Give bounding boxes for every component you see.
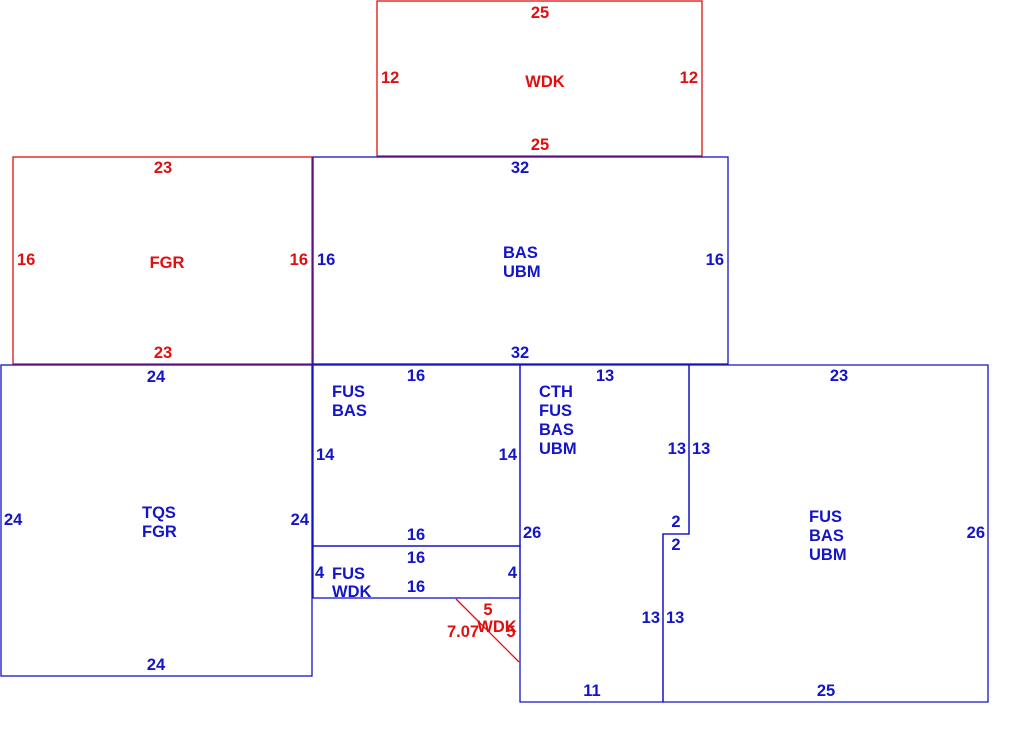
dim-fus-bas-ubm-jog-top: 2: [671, 513, 680, 531]
dim-wdk-top-right: 12: [680, 69, 698, 87]
wdk-triangle-hypotenuse: [455, 598, 520, 663]
dim-cth-right-lower: 13: [642, 609, 660, 627]
dim-fus-bas-ubm-left-lower: 13: [666, 609, 684, 627]
area-wdk-triangle: WDK 5 5 7.07: [447, 598, 520, 663]
area-fus-bas-ubm-outline: [662, 364, 989, 703]
area-tqs-fgr-label-2: FGR: [142, 523, 177, 541]
area-bas-ubm-top-label-1: BAS: [503, 244, 538, 262]
area-fus-wdk: FUS WDK 16 16 4 4: [312, 545, 521, 601]
dim-tqs-fgr-top: 24: [147, 368, 166, 386]
dim-cth-bottom: 11: [583, 682, 600, 700]
area-fus-bas-label-2: BAS: [332, 402, 367, 420]
area-fgr: FGR 23 23 16 16: [12, 156, 313, 365]
area-bas-ubm-top: BAS UBM 32 32 16 16: [312, 156, 729, 365]
dim-cth-right-upper: 13: [668, 440, 686, 458]
dim-fgr-left: 16: [17, 251, 35, 269]
area-fgr-outline: [12, 156, 313, 365]
dim-tqs-fgr-left: 24: [4, 511, 23, 529]
dim-fus-bas-ubm-top: 23: [830, 367, 848, 385]
area-fus-bas-ubm-label-1: FUS: [809, 508, 842, 526]
area-fus-wdk-label-2: WDK: [332, 583, 371, 601]
dim-fgr-top: 23: [154, 159, 172, 177]
area-fus-bas-ubm-label-3: UBM: [809, 546, 847, 564]
dim-wdk-top-bottom: 25: [531, 136, 549, 154]
area-cth-label-1: CTH: [539, 383, 573, 401]
area-fus-wdk-label-1: FUS: [332, 565, 365, 583]
area-wdk-triangle-label: WDK: [477, 618, 516, 636]
dim-fus-bas-right: 14: [499, 446, 518, 464]
area-wdk-top: WDK 25 25 12 12: [376, 0, 703, 157]
area-tqs-fgr-outline: [0, 364, 313, 677]
dim-wdk-top-left: 12: [381, 69, 399, 87]
dim-bas-ubm-top-left: 16: [317, 251, 335, 269]
dim-fus-bas-ubm-jog-side: 2: [671, 536, 680, 554]
area-tqs-fgr: TQS FGR 24 24 24 24: [0, 364, 313, 677]
dim-fus-wdk-bottom: 16: [407, 578, 425, 596]
area-fus-bas: FUS BAS 16 16 14 14: [312, 364, 521, 547]
dim-wdk-triangle-top: 5: [483, 601, 492, 619]
dim-cth-top: 13: [596, 367, 614, 385]
area-bas-ubm-top-label-2: UBM: [503, 263, 541, 281]
dim-fus-bas-bottom: 16: [407, 526, 425, 544]
dim-fus-wdk-left: 4: [315, 564, 325, 582]
dim-fus-bas-ubm-right: 26: [967, 524, 985, 542]
dim-wdk-triangle-right: 5: [506, 623, 515, 641]
dim-bas-ubm-top-right: 16: [706, 251, 724, 269]
dim-tqs-fgr-bottom: 24: [147, 656, 166, 674]
area-cth-label-2: FUS: [539, 402, 572, 420]
dim-wdk-top-top: 25: [531, 4, 549, 22]
area-wdk-top-outline: [376, 0, 703, 157]
area-fus-bas-label-1: FUS: [332, 383, 365, 401]
dim-fus-bas-ubm-left-upper: 13: [692, 440, 710, 458]
dim-fus-bas-left: 14: [316, 446, 335, 464]
area-fgr-label: FGR: [150, 254, 185, 272]
dim-fgr-right: 16: [290, 251, 308, 269]
dim-fus-bas-ubm-bottom: 25: [817, 682, 835, 700]
dim-fus-bas-top: 16: [407, 367, 425, 385]
dim-tqs-fgr-right: 24: [291, 511, 310, 529]
area-fus-bas-ubm-label-2: BAS: [809, 527, 844, 545]
area-fus-bas-ubm: FUS BAS UBM 23 26 13 13 2 2 25: [662, 364, 989, 703]
dim-bas-ubm-top-top: 32: [511, 159, 529, 177]
dim-wdk-triangle-hypotenuse: 7.07: [447, 623, 479, 641]
area-cth-label-4: UBM: [539, 440, 577, 458]
area-wdk-top-label: WDK: [525, 73, 564, 91]
area-tqs-fgr-label-1: TQS: [142, 504, 176, 522]
dim-fus-wdk-top: 16: [407, 549, 425, 567]
dim-fgr-bottom: 23: [154, 344, 172, 362]
dim-fus-wdk-right: 4: [508, 564, 518, 582]
area-cth-label-3: BAS: [539, 421, 574, 439]
area-bas-ubm-top-outline: [312, 156, 729, 365]
dim-bas-ubm-top-bottom: 32: [511, 344, 529, 362]
dim-cth-left: 26: [523, 524, 541, 542]
